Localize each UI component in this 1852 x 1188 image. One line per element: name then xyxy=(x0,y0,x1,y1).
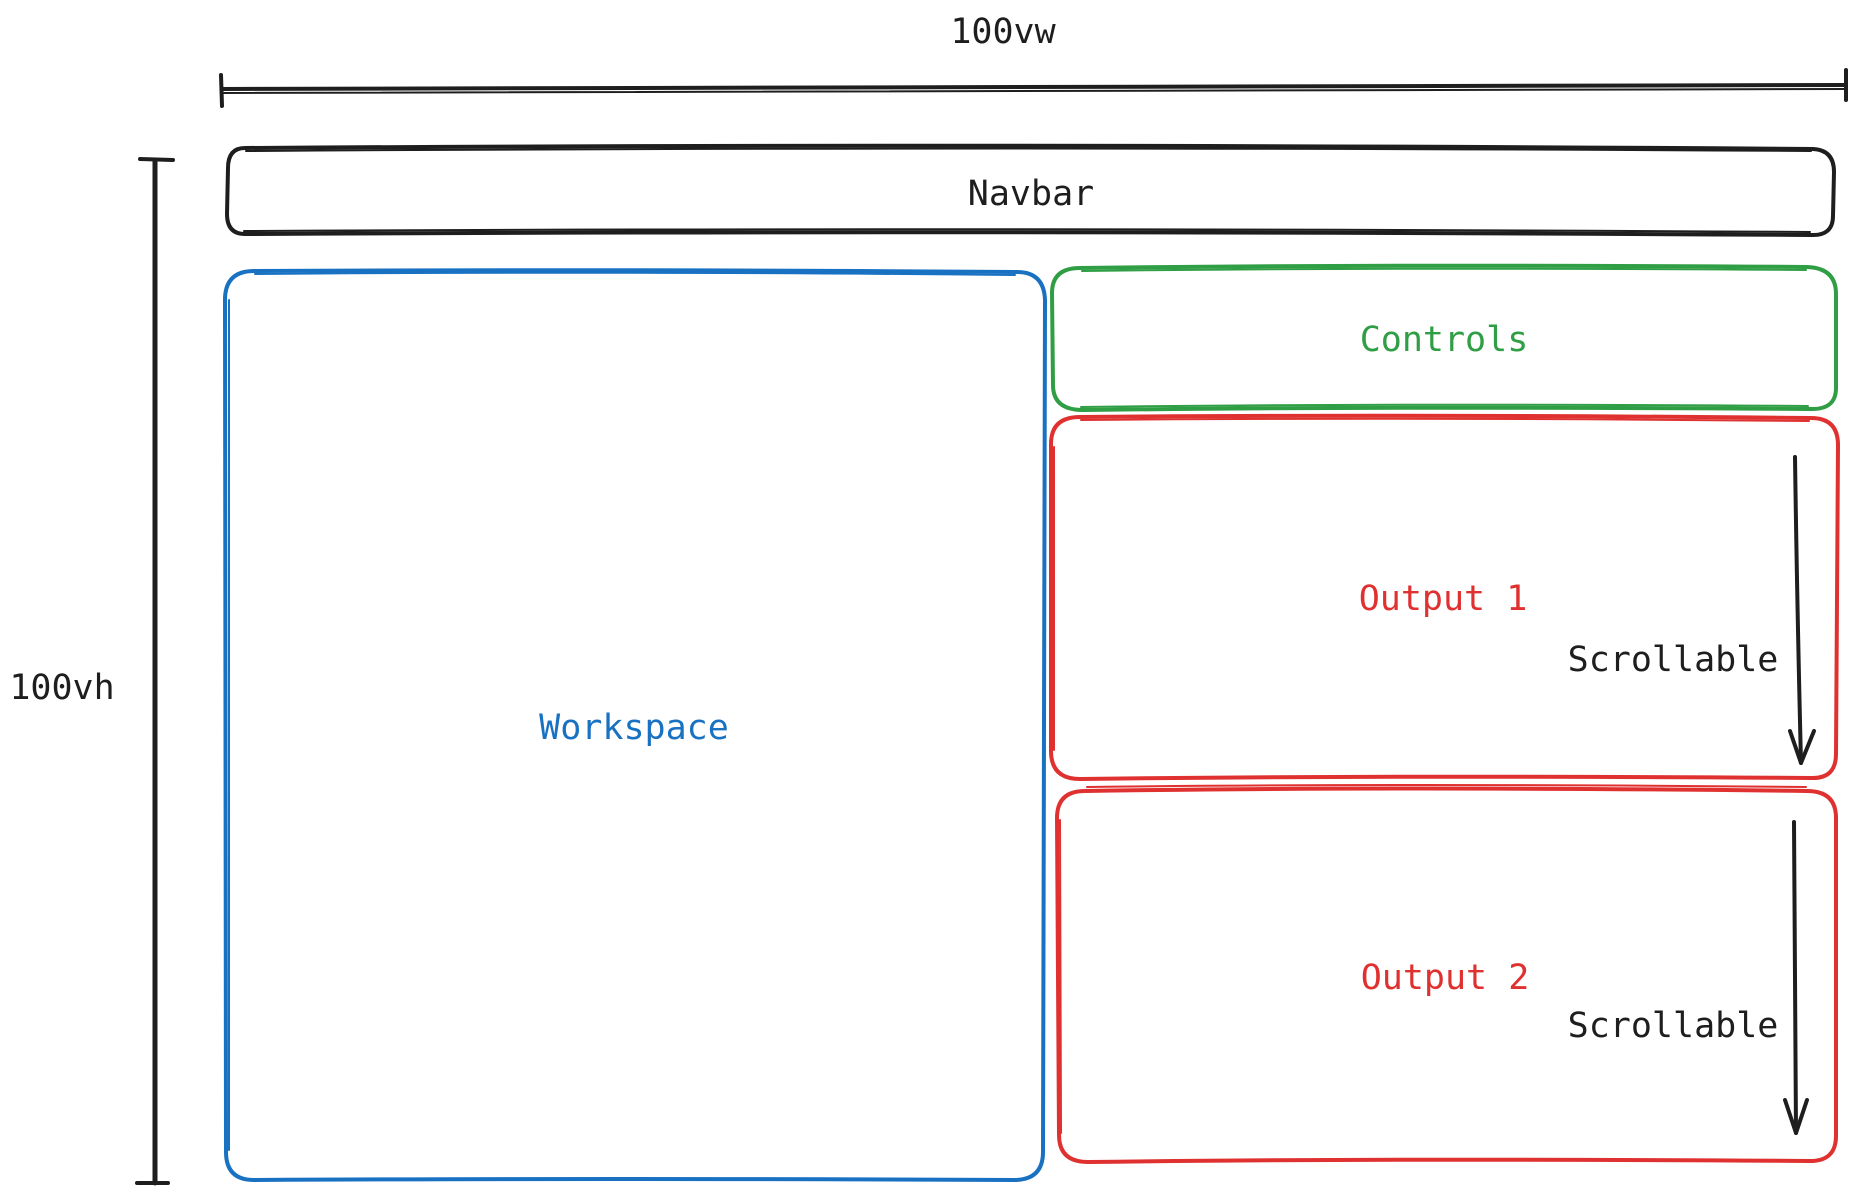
navbar-label: Navbar xyxy=(968,174,1094,214)
output2-label: Output 2 xyxy=(1361,958,1530,998)
controls-box xyxy=(1050,263,1838,412)
width-label: 100vw xyxy=(950,12,1056,52)
output1-label: Output 1 xyxy=(1359,579,1528,619)
controls-label: Controls xyxy=(1360,320,1529,360)
output2-box xyxy=(1055,784,1838,1164)
output1-scroll-arrow xyxy=(1788,455,1816,765)
width-dimension xyxy=(219,68,1848,108)
output2-scroll-arrow xyxy=(1783,820,1809,1135)
height-dimension xyxy=(135,157,175,1186)
output2-scroll-note: Scrollable xyxy=(1568,1006,1779,1046)
output1-box xyxy=(1049,413,1840,781)
output1-scroll-note: Scrollable xyxy=(1568,640,1779,680)
navbar-box xyxy=(225,143,1836,238)
workspace-label: Workspace xyxy=(539,708,729,748)
workspace-box xyxy=(223,268,1047,1182)
height-label: 100vh xyxy=(9,668,114,708)
